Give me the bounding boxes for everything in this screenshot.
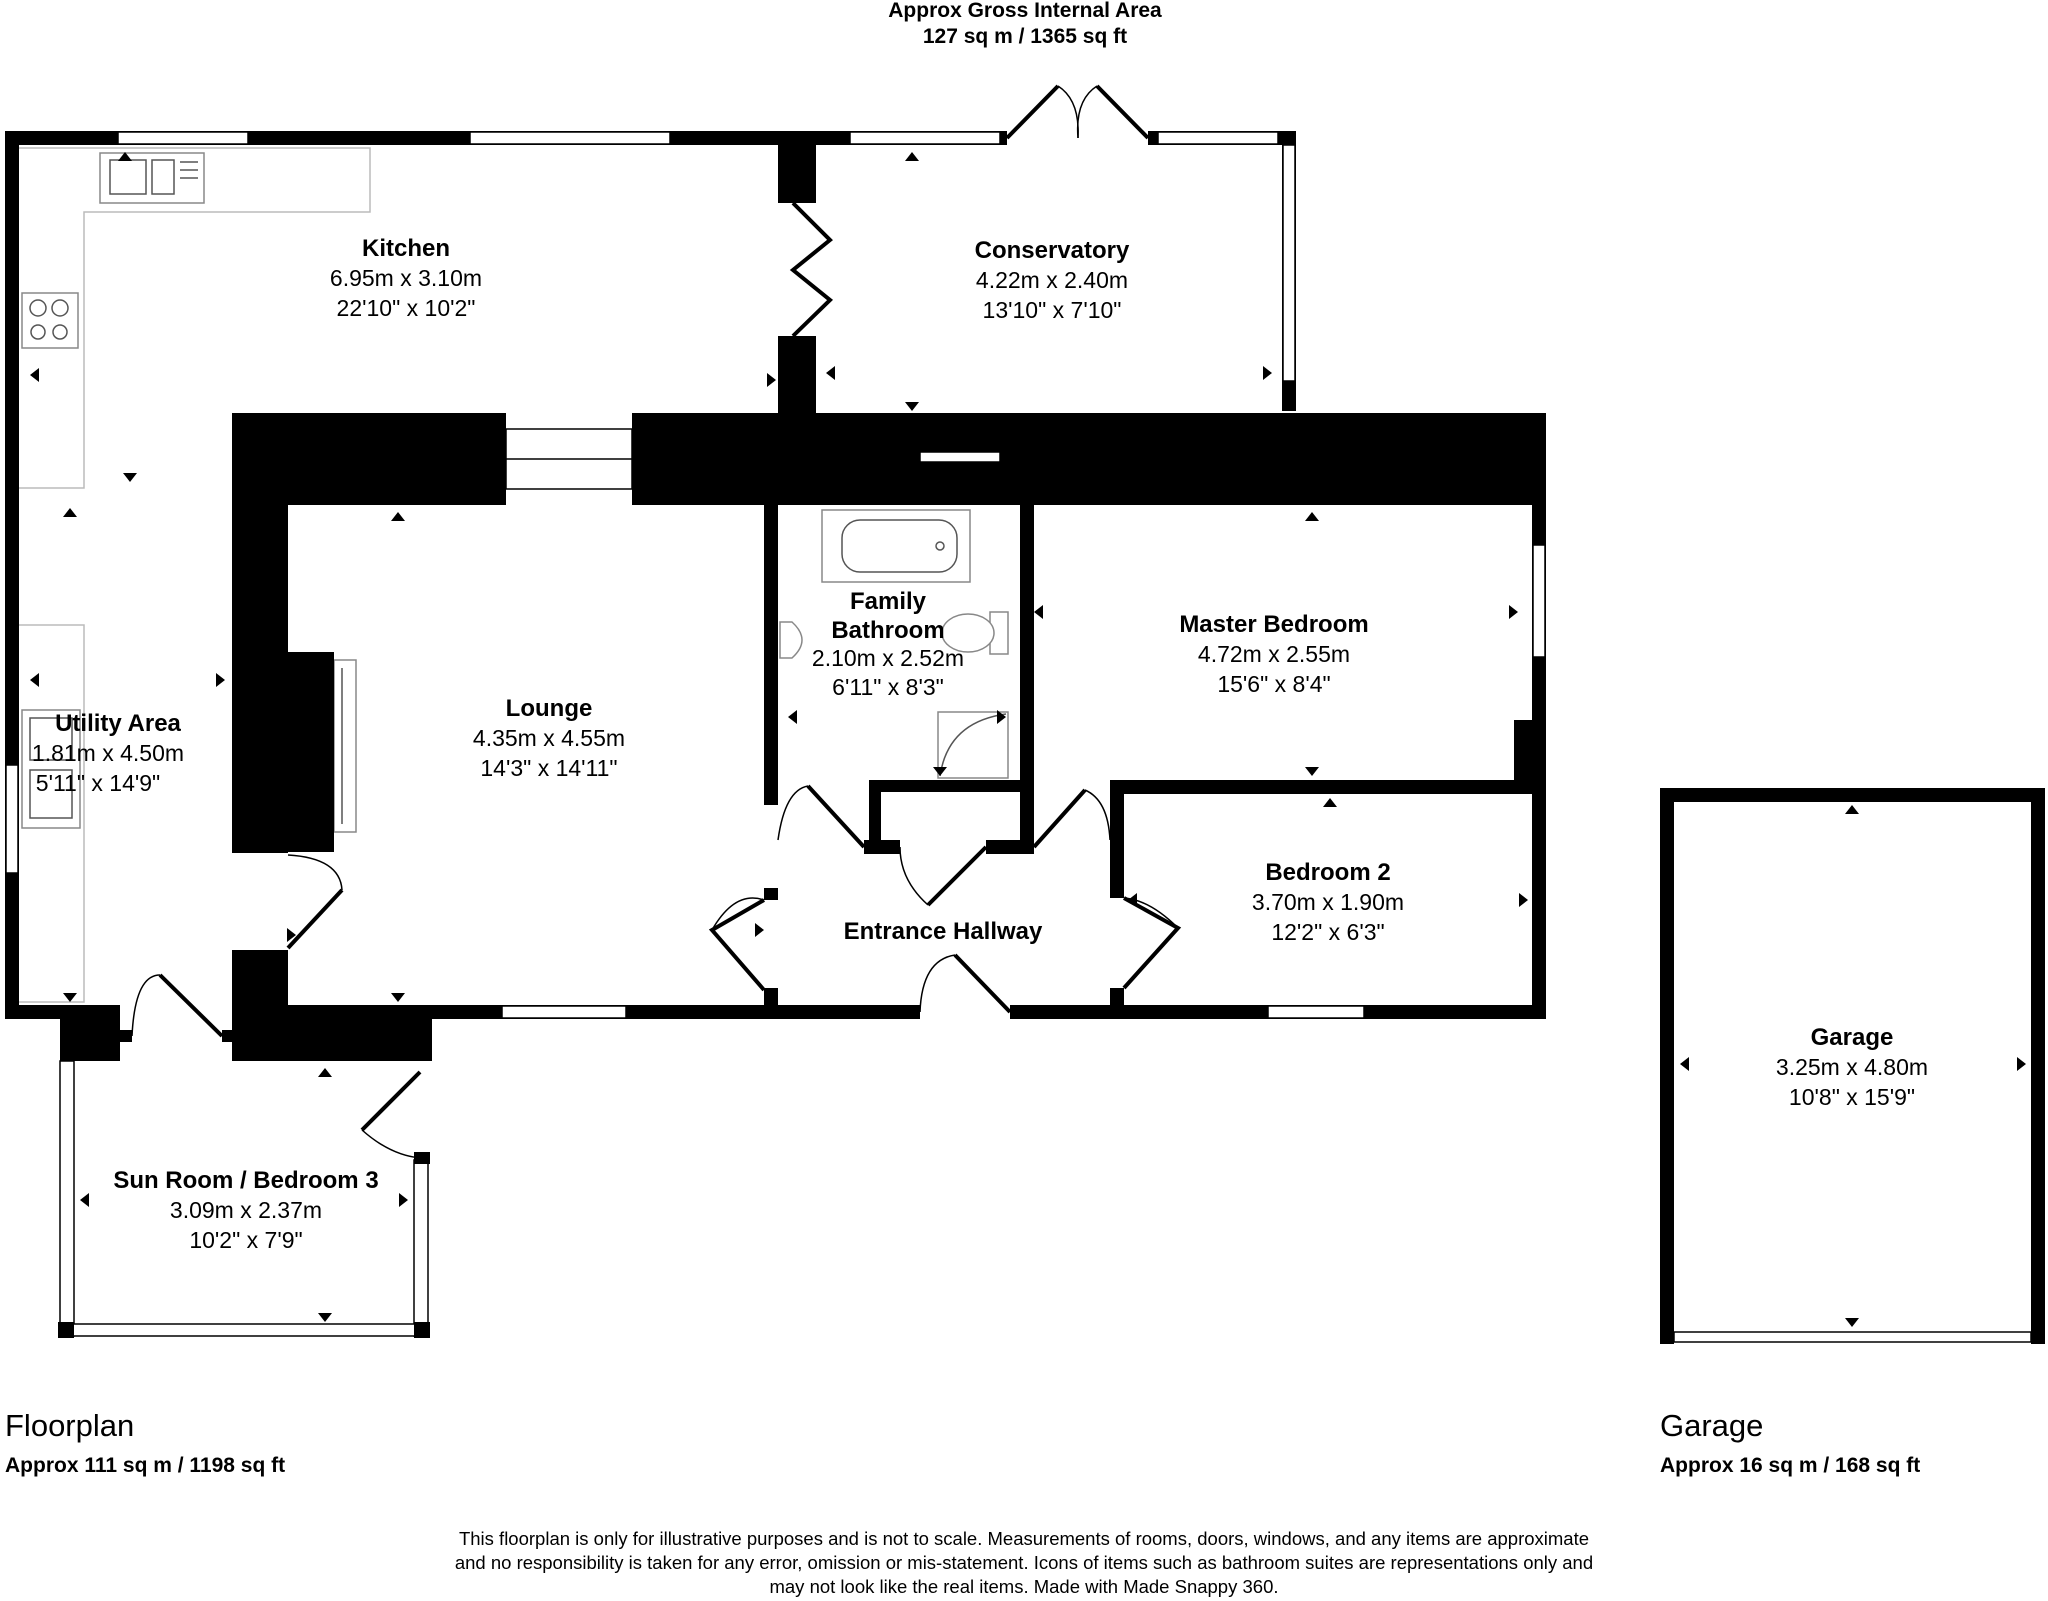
room-sun-room: Sun Room / Bedroom 3 3.09m x 2.37m 10'2"… xyxy=(113,1167,378,1253)
toilet-icon xyxy=(941,611,1009,655)
room-entrance-hallway: Entrance Hallway xyxy=(844,918,1043,945)
room-conservatory: Conservatory 4.22m x 2.40m 13'10" x 7'10… xyxy=(975,237,1130,323)
header-area: 127 sq m / 1365 sq ft xyxy=(923,25,1127,48)
windows xyxy=(5,131,1546,1019)
room-imperial: 15'6" x 8'4" xyxy=(1217,671,1330,697)
header-title: Approx Gross Internal Area xyxy=(888,0,1162,22)
dimension-arrows xyxy=(30,152,2026,1327)
shower-icon xyxy=(937,711,1009,779)
room-metric: 4.72m x 2.55m xyxy=(1198,641,1350,667)
room-imperial: 6'11" x 8'3" xyxy=(832,674,944,700)
room-kitchen: Kitchen 6.95m x 3.10m 22'10" x 10'2" xyxy=(330,235,482,321)
room-imperial: 10'2" x 7'9" xyxy=(189,1227,302,1253)
hob-icon xyxy=(21,292,79,349)
floorplan-title: Floorplan xyxy=(5,1408,134,1443)
room-name: Utility Area xyxy=(55,710,181,737)
room-imperial: 13'10" x 7'10" xyxy=(983,297,1122,323)
room-master-bedroom: Master Bedroom 4.72m x 2.55m 15'6" x 8'4… xyxy=(1179,611,1368,697)
kitchen-counter xyxy=(18,147,371,1003)
garage-walls xyxy=(1660,788,2045,1344)
room-imperial: 22'10" x 10'2" xyxy=(337,295,476,321)
room-garage: Garage 3.25m x 4.80m 10'8" x 15'9" xyxy=(1776,1024,1928,1110)
room-name: Bedroom 2 xyxy=(1265,859,1390,886)
floorplan-area: Approx 111 sq m / 1198 sq ft xyxy=(5,1454,285,1477)
basin-icon xyxy=(779,621,803,659)
room-name: Entrance Hallway xyxy=(844,918,1043,945)
room-name: Sun Room / Bedroom 3 xyxy=(113,1167,378,1194)
bath-icon xyxy=(821,509,971,583)
disclaimer-line-3: may not look like the real items. Made w… xyxy=(769,1576,1278,1597)
room-metric: 2.10m x 2.52m xyxy=(812,645,964,671)
room-metric: 1.81m x 4.50m xyxy=(32,740,184,766)
room-metric: 4.22m x 2.40m xyxy=(976,267,1128,293)
room-imperial: 10'8" x 15'9" xyxy=(1789,1084,1915,1110)
disclaimer-line-2: and no responsibility is taken for any e… xyxy=(455,1552,1593,1573)
room-metric: 3.25m x 4.80m xyxy=(1776,1054,1928,1080)
room-name: Garage xyxy=(1811,1024,1894,1051)
room-imperial: 12'2" x 6'3" xyxy=(1271,919,1384,945)
room-name: Master Bedroom xyxy=(1179,611,1368,638)
room-imperial: 5'11" x 14'9" xyxy=(36,770,160,796)
kitchen-sink-icon xyxy=(99,152,205,204)
room-name-line2: Bathroom xyxy=(831,617,944,644)
room-family-bathroom: Family Bathroom 2.10m x 2.52m 6'11" x 8'… xyxy=(812,588,964,700)
doors xyxy=(131,84,1182,1159)
disclaimer-line-1: This floorplan is only for illustrative … xyxy=(459,1528,1589,1549)
room-metric: 6.95m x 3.10m xyxy=(330,265,482,291)
room-bedroom-2: Bedroom 2 3.70m x 1.90m 12'2" x 6'3" xyxy=(1252,859,1404,945)
room-name: Lounge xyxy=(506,695,593,722)
room-metric: 4.35m x 4.55m xyxy=(473,725,625,751)
utility-sink-icon xyxy=(21,709,81,829)
room-name: Kitchen xyxy=(362,235,450,262)
garage-title: Garage xyxy=(1660,1408,1763,1443)
room-metric: 3.70m x 1.90m xyxy=(1252,889,1404,915)
fireplace-icon xyxy=(333,659,357,833)
sunroom-walls xyxy=(58,1060,430,1338)
room-name: Family xyxy=(850,588,927,615)
garage-area: Approx 16 sq m / 168 sq ft xyxy=(1660,1454,1920,1477)
room-metric: 3.09m x 2.37m xyxy=(170,1197,322,1223)
room-utility-area: Utility Area 1.81m x 4.50m 5'11" x 14'9" xyxy=(32,710,184,796)
room-name: Conservatory xyxy=(975,237,1130,264)
room-lounge: Lounge 4.35m x 4.55m 14'3" x 14'11" xyxy=(473,695,625,781)
room-imperial: 14'3" x 14'11" xyxy=(480,755,617,781)
